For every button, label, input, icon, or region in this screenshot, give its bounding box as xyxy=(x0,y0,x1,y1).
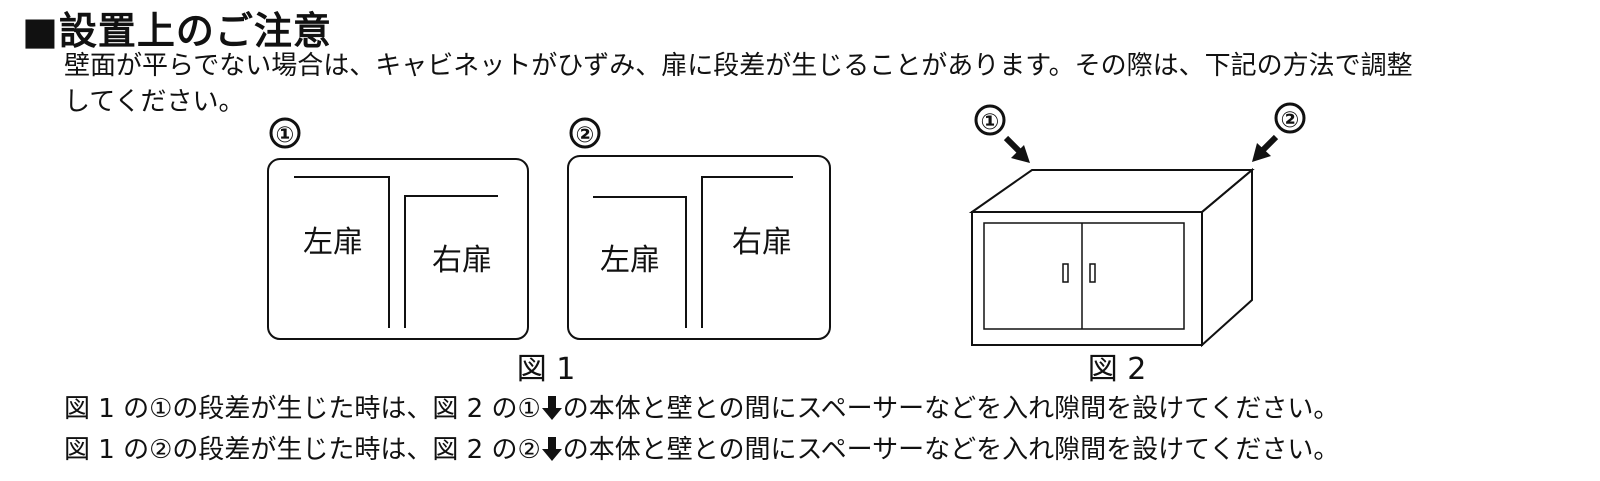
figures-illustration: ① 左扉 右扉 ② 左扉 右扉 図 1 ① ② xyxy=(267,102,1306,387)
panel1-marker-circle xyxy=(269,117,301,149)
instruction-1-before: 図 1 の①の段差が生じた時は、図 2 の① xyxy=(64,394,541,424)
panel2-frame xyxy=(567,155,831,340)
intro-paragraph: 壁面が平らでない場合は、キャビネットがひずみ、扉に段差が生じることがあります。そ… xyxy=(64,48,1534,120)
figure1-caption: 図 1 xyxy=(517,352,576,387)
panel2-left-door-edge xyxy=(593,196,687,328)
figure1-panel1: ① 左扉 右扉 xyxy=(267,117,529,340)
panel1-frame xyxy=(267,158,529,340)
intro-line-1: 壁面が平らでない場合は、キャビネットがひずみ、扉に段差が生じることがあります。そ… xyxy=(64,51,1413,81)
panel1-right-door-edge xyxy=(404,195,498,328)
fig2-marker2-circle xyxy=(1274,102,1306,134)
fig2-marker2: ② xyxy=(1281,108,1300,133)
panel2-right-door-edge xyxy=(701,176,793,328)
panel1-left-door-edge xyxy=(294,176,390,328)
figure1-panel2: ② 左扉 右扉 xyxy=(567,117,831,340)
cabinet-side xyxy=(1201,167,1253,348)
panel2-marker: ② xyxy=(576,123,595,148)
arrow-down-right-icon xyxy=(1003,135,1030,163)
instruction-1-after: の本体と壁との間にスペーサーなどを入れ隙間を設けてください。 xyxy=(562,394,1340,424)
figure2-cabinet: ① ② xyxy=(968,102,1306,348)
instruction-line-1: 図 1 の①の段差が生じた時は、図 2 の① の本体と壁との間にスペーサーなどを入… xyxy=(64,393,1339,425)
panel2-left-door-label: 左扉 xyxy=(600,243,660,278)
fig2-marker1: ① xyxy=(981,110,1000,135)
down-arrow-icon xyxy=(541,396,562,420)
panel1-marker: ① xyxy=(276,123,295,148)
section-title: ■設置上のご注意 xyxy=(22,9,332,53)
instruction-2-after: の本体と壁との間にスペーサーなどを入れ隙間を設けてください。 xyxy=(562,435,1340,465)
panel1-right-door-label: 右扉 xyxy=(432,243,492,278)
instruction-line-2: 図 1 の②の段差が生じた時は、図 2 の② の本体と壁との間にスペーサーなどを入… xyxy=(64,434,1339,466)
instruction-2-before: 図 1 の②の段差が生じた時は、図 2 の② xyxy=(64,435,541,465)
panel2-marker-circle xyxy=(569,117,601,149)
arrow-down-left-icon xyxy=(1252,134,1279,162)
cabinet-door-frame xyxy=(983,222,1185,330)
cabinet-front xyxy=(971,211,1203,346)
fig2-marker1-circle xyxy=(974,104,1006,136)
down-arrow-icon xyxy=(541,437,562,461)
panel2-right-door-label: 右扉 xyxy=(732,225,792,260)
intro-line-2: してください。 xyxy=(64,87,245,117)
right-handle-icon xyxy=(1089,263,1096,283)
panel1-left-door-label: 左扉 xyxy=(303,225,363,260)
left-handle-icon xyxy=(1062,263,1069,283)
figure2-caption: 図 2 xyxy=(1088,352,1147,387)
